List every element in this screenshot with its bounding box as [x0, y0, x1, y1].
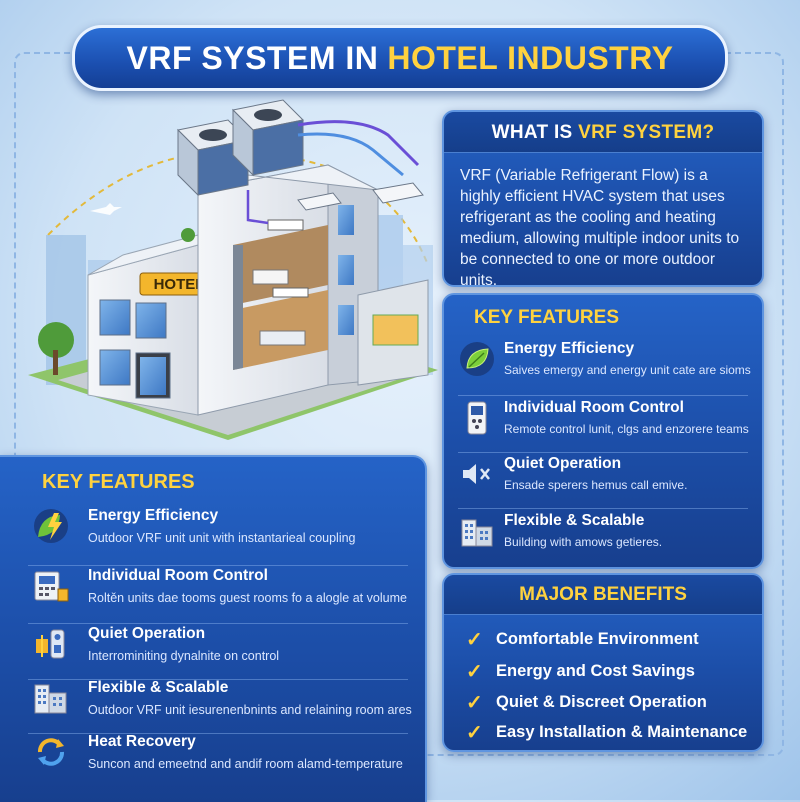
- building-icon: [32, 679, 70, 717]
- feature-name: Energy Efficiency: [88, 507, 219, 524]
- feature-name: Heat Recovery: [88, 733, 196, 750]
- benefit-label: Comfortable Environment: [496, 630, 699, 648]
- major-benefits-heading: MAJOR BENEFITS: [444, 575, 762, 615]
- feature-desc: Outdoor VRF unit unit with instantarieal…: [88, 531, 356, 545]
- feature-desc: Suncon and emeetnd and andif room alamd-…: [88, 757, 403, 771]
- what-is-heading-highlight: VRF SYSTEM?: [578, 122, 715, 143]
- check-icon: ✓: [466, 722, 483, 744]
- feature-left-individual-room-control: Individual Room Control Roltěn units dae…: [32, 567, 407, 605]
- leaf-bolt-icon: [32, 507, 70, 545]
- benefit-item: ✓ Energy and Cost Savings: [466, 659, 695, 684]
- feature-desc: Interrominiting dynalnite on control: [88, 649, 280, 663]
- key-features-right-heading: KEY FEATURES: [474, 307, 619, 328]
- what-is-heading-prefix: WHAT IS: [491, 122, 573, 143]
- feature-name: Individual Room Control: [88, 567, 268, 584]
- divider: [458, 508, 748, 509]
- feature-name: Quiet Operation: [504, 455, 622, 472]
- feature-desc: Roltěn units dae tooms guest rooms fo a …: [88, 591, 407, 605]
- hotel-building-illustration: HOTEL: [28, 95, 438, 440]
- hotel-building-svg: HOTEL: [28, 99, 438, 440]
- what-is-description: VRF (Variable Refrigerant Flow) is a hig…: [460, 167, 740, 287]
- remote-control-icon: [458, 399, 496, 437]
- feature-desc: Saives emergy and energy unit cate are s…: [504, 363, 751, 377]
- feature-right-individual-room-control: Individual Room Control Remote control l…: [458, 399, 749, 437]
- feature-name: Individual Room Control: [504, 399, 684, 416]
- divider: [28, 733, 408, 734]
- feature-desc: Building with amows getieres.: [504, 535, 663, 549]
- divider: [458, 452, 748, 453]
- quiet-unit-icon: [32, 625, 70, 663]
- benefit-item: ✓ Comfortable Environment: [466, 627, 699, 652]
- feature-right-quiet-operation: Quiet Operation Ensade sperers hemus cal…: [458, 455, 687, 493]
- divider: [458, 395, 748, 396]
- building-icon: [458, 512, 496, 550]
- check-icon: ✓: [466, 692, 483, 714]
- divider: [28, 623, 408, 624]
- page-title: VRF SYSTEM IN HOTEL INDUSTRY: [72, 25, 728, 91]
- divider: [28, 565, 408, 566]
- feature-left-heat-recovery: Heat Recovery Suncon and emeetnd and and…: [32, 733, 403, 771]
- heat-recovery-icon: [32, 733, 70, 771]
- speaker-mute-icon: [458, 455, 496, 493]
- feature-name: Flexible & Scalable: [88, 679, 229, 696]
- divider: [28, 679, 408, 680]
- key-features-left-panel: KEY FEATURES Energy Efficiency Outdoor V…: [0, 455, 427, 802]
- feature-right-energy-efficiency: Energy Efficiency Saives emergy and ener…: [458, 340, 751, 378]
- benefit-label: Easy Installation & Maintenance: [496, 723, 748, 741]
- title-highlight: HOTEL INDUSTRY: [387, 39, 674, 76]
- feature-name: Quiet Operation: [88, 625, 206, 642]
- benefit-item: ✓ Easy Installation & Maintenance: [466, 720, 747, 745]
- feature-desc: Ensade sperers hemus call emive.: [504, 478, 688, 492]
- control-panel-icon: [32, 567, 70, 605]
- check-icon: ✓: [466, 629, 483, 651]
- feature-name: Flexible & Scalable: [504, 512, 645, 529]
- benefit-label: Energy and Cost Savings: [496, 662, 695, 680]
- feature-desc: Outdoor VRF unit iesurenenbnints and rel…: [88, 703, 412, 717]
- hotel-sign-text: HOTEL: [154, 276, 205, 293]
- benefit-label: Quiet & Discreet Operation: [496, 693, 707, 711]
- feature-left-quiet-operation: Quiet Operation Interrominiting dynalnit…: [32, 625, 279, 663]
- feature-name: Energy Efficiency: [504, 340, 635, 357]
- major-benefits-panel: MAJOR BENEFITS ✓ Comfortable Environment…: [442, 573, 764, 752]
- feature-left-flexible-scalable: Flexible & Scalable Outdoor VRF unit ies…: [32, 679, 412, 717]
- leaf-icon: [458, 340, 496, 378]
- what-is-vrf-panel: WHAT IS VRF SYSTEM? VRF (Variable Refrig…: [442, 110, 764, 287]
- feature-left-energy-efficiency: Energy Efficiency Outdoor VRF unit unit …: [32, 507, 356, 545]
- key-features-right-panel: KEY FEATURES Energy Efficiency Saives em…: [442, 293, 764, 569]
- benefit-item: ✓ Quiet & Discreet Operation: [466, 690, 707, 715]
- what-is-heading: WHAT IS VRF SYSTEM?: [444, 112, 762, 153]
- key-features-left-heading: KEY FEATURES: [42, 471, 195, 493]
- title-main: VRF SYSTEM IN: [126, 39, 379, 76]
- check-icon: ✓: [466, 661, 483, 683]
- feature-right-flexible-scalable: Flexible & Scalable Building with amows …: [458, 512, 662, 550]
- feature-desc: Remote control lunit, clgs and enzorere …: [504, 422, 749, 436]
